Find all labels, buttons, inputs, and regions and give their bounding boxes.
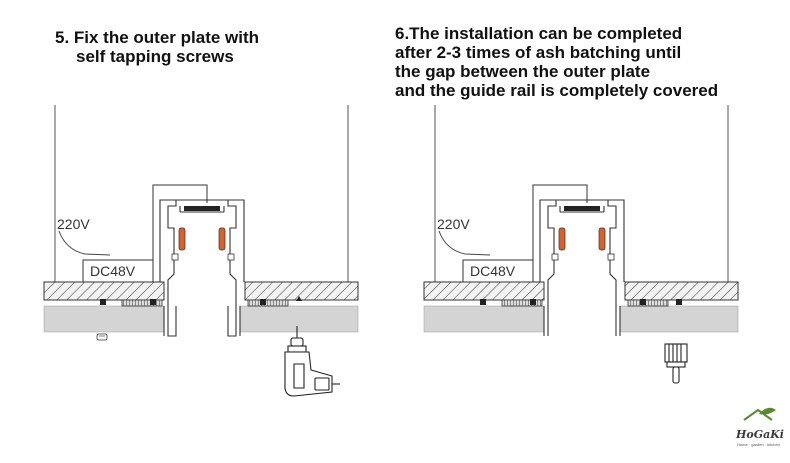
outer-plate-left	[121, 299, 163, 307]
guide-rail-profile	[539, 199, 625, 336]
outer-plate-left	[501, 299, 543, 307]
rail-fixing-screw	[171, 253, 179, 261]
ceiling-left	[423, 305, 545, 333]
drill-icon	[284, 326, 340, 397]
hogaki-logo: HoGaKi Home · garden · kitchen	[735, 407, 784, 447]
plasterboard-left	[43, 281, 165, 301]
outer-plate-right	[247, 299, 289, 307]
step-6-title-line-4: and the guide rail is completely covered	[395, 81, 719, 100]
led-strip	[184, 206, 220, 211]
step-6-title-line-3: the gap between the outer plate	[395, 62, 651, 81]
cable-clip-left	[558, 227, 566, 251]
step-6-title: 6.The installation can be completed afte…	[395, 24, 718, 100]
step-6-title-line-1: 6.The installation can be completed	[395, 24, 683, 43]
guide-rail-profile	[159, 199, 245, 337]
cable-clip-left	[178, 227, 186, 251]
plasterboard-right	[244, 281, 359, 301]
voltage-220v-label: 220V	[57, 216, 90, 232]
screw-head	[530, 299, 536, 305]
voltage-dc48v-label: DC48V	[470, 263, 516, 279]
screw-head	[100, 299, 106, 305]
cable-clip-right	[218, 227, 226, 251]
screw-head	[260, 299, 266, 305]
step-5-diagram: 220V DC48V	[43, 105, 359, 397]
voltage-dc48v-label: DC48V	[90, 263, 136, 279]
logo-leaf-icon	[759, 407, 776, 415]
screw-head	[480, 299, 486, 305]
step-5-title: 5. Fix the outer plate with self tapping…	[55, 28, 259, 66]
ceiling-left	[43, 305, 165, 333]
rail-fixing-screw	[551, 253, 559, 261]
screw-head	[640, 299, 646, 305]
power-cable	[152, 184, 208, 274]
plasterboard-right	[624, 281, 739, 301]
rail-fixing-screw	[227, 253, 235, 261]
voltage-220v-label: 220V	[437, 216, 470, 232]
logo-tagline: Home · garden · kitchen	[737, 442, 780, 447]
ceiling-right	[619, 305, 739, 333]
plasterboard-left	[423, 281, 545, 301]
ceiling-right	[239, 305, 359, 333]
ac-cable	[438, 230, 491, 256]
screw-head	[150, 299, 156, 305]
logo-roof-icon	[743, 408, 773, 421]
step-6-diagram: 220V DC48V	[423, 105, 739, 384]
dropped-screw-icon	[96, 333, 108, 341]
led-strip	[564, 206, 600, 211]
screw-tip-marker	[296, 296, 302, 301]
step-5-title-line-1: 5. Fix the outer plate with	[55, 28, 260, 47]
ac-cable	[58, 230, 111, 256]
outer-plate-right	[627, 299, 669, 307]
logo-name: HoGaKi	[735, 428, 784, 441]
rail-fixing-screw	[607, 253, 615, 261]
screw-head	[676, 299, 682, 305]
step-5-title-line-2: self tapping screws	[76, 47, 234, 66]
step-6-title-line-2: after 2-3 times of ash batching until	[395, 43, 682, 62]
cable-clip-right	[598, 227, 606, 251]
paint-brush-icon	[664, 343, 688, 384]
power-cable	[532, 184, 588, 274]
